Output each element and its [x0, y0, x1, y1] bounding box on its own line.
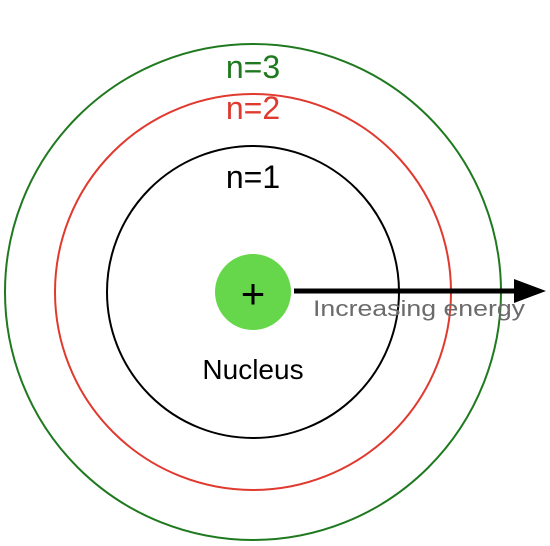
- nucleus-plus-symbol: +: [241, 270, 266, 317]
- nucleus-circle: [215, 254, 291, 330]
- energy-arrow-label: Increasing energy: [313, 296, 525, 321]
- energy-arrow-head: [514, 279, 546, 303]
- shell-n3-label: n=3: [226, 49, 280, 85]
- shell-n2-label: n=2: [226, 90, 280, 126]
- shell-n1-label: n=1: [226, 159, 280, 195]
- nucleus-label: Nucleus: [202, 354, 303, 385]
